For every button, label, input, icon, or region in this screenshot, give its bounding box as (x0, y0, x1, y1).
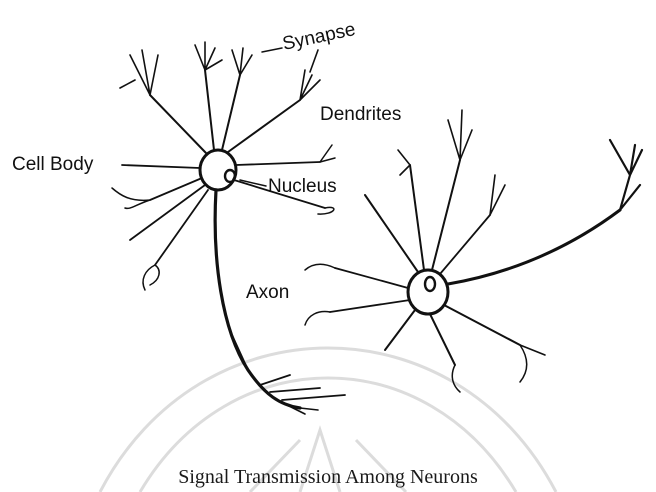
label-cell-body: Cell Body (12, 154, 94, 175)
label-synapse: Synapse (281, 19, 358, 55)
label-axon: Axon (246, 282, 289, 303)
neuron-left (112, 42, 345, 414)
nucleus-right (425, 277, 435, 291)
figure-caption: Signal Transmission Among Neurons (178, 466, 478, 488)
label-nucleus: Nucleus (268, 176, 337, 197)
label-dendrites: Dendrites (320, 104, 401, 125)
